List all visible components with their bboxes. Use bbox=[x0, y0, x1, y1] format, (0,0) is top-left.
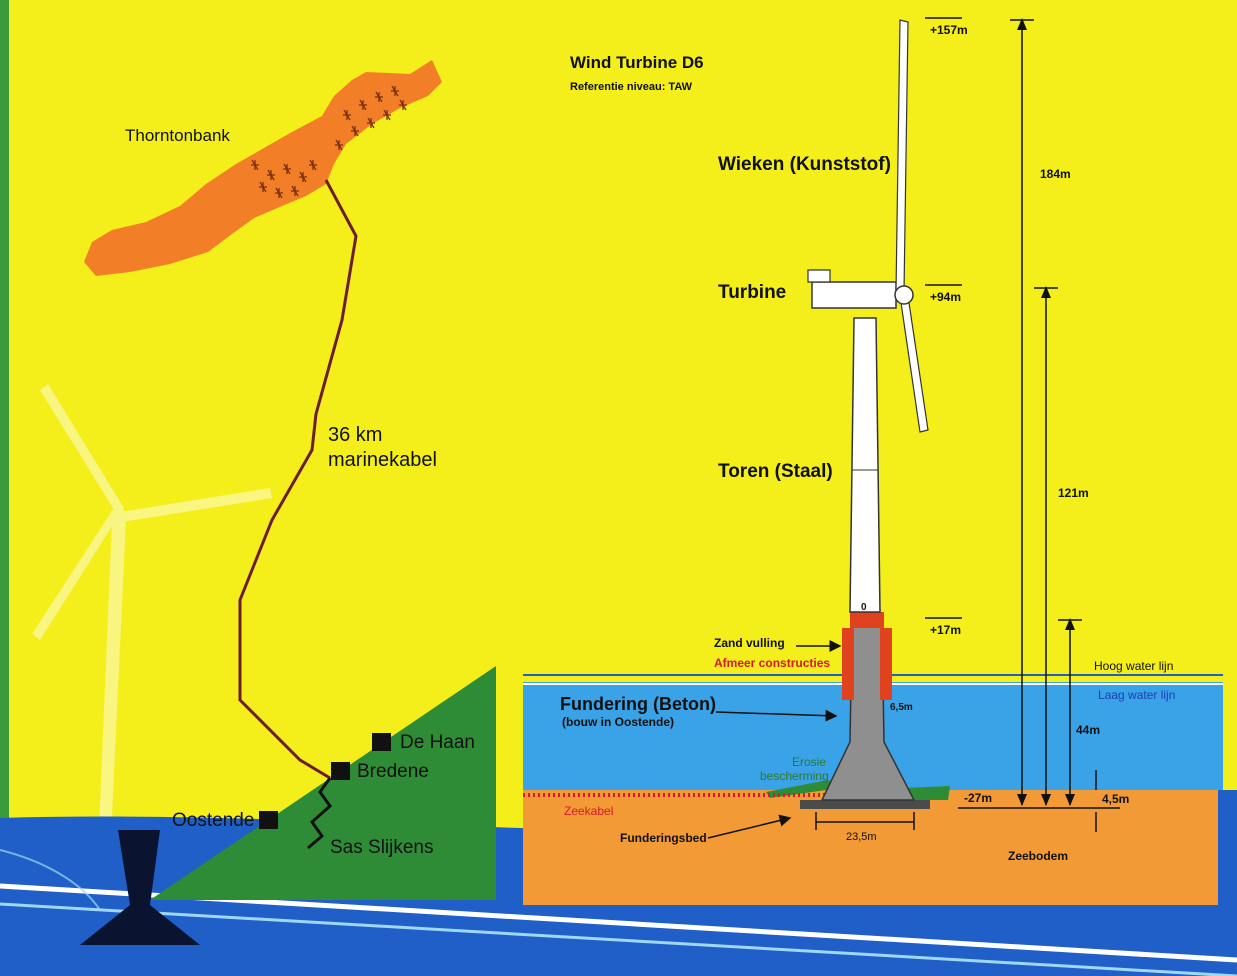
oostende-marker bbox=[259, 811, 278, 829]
left-border-strip bbox=[0, 0, 9, 976]
coastline-land bbox=[150, 666, 496, 900]
foundation-note: (bouw in Oostende) bbox=[562, 715, 674, 729]
mooring-label: Afmeer constructies bbox=[714, 656, 831, 670]
sas-slijkens-label: Sas Slijkens bbox=[330, 837, 434, 858]
cable-type-label: marinekabel bbox=[328, 449, 437, 471]
sand-fill-label: Zand vulling bbox=[714, 636, 785, 650]
burial-depth-label: 4,5m bbox=[1102, 792, 1130, 806]
foundation-label: Fundering (Beton) bbox=[560, 694, 716, 714]
dimension-lines bbox=[815, 19, 1120, 832]
blade-up bbox=[895, 19, 909, 293]
mooring-left bbox=[842, 628, 854, 700]
low-water-label: Laag water lijn bbox=[1098, 688, 1176, 702]
platform-silhouette bbox=[80, 830, 200, 945]
land-cable-route bbox=[307, 777, 333, 850]
level-bottom: -27m bbox=[964, 791, 993, 805]
seabed-label: Zeebodem bbox=[1008, 849, 1069, 863]
turbine-field-marks bbox=[251, 85, 407, 199]
shaft-diameter-label: 6,5m bbox=[890, 702, 913, 713]
erosion-protection-right bbox=[904, 786, 950, 800]
level-ticks bbox=[925, 17, 962, 619]
hub-height-label: 121m bbox=[1058, 486, 1089, 500]
seabed-zone bbox=[523, 790, 1218, 905]
turbine-nacelle bbox=[811, 281, 897, 309]
foundation-bed bbox=[800, 800, 930, 809]
erosion-label-1: Erosie bbox=[792, 755, 827, 769]
total-height-label: 184m bbox=[1040, 167, 1071, 181]
turbine-part-label: Turbine bbox=[718, 282, 787, 303]
sea-cable-label: Zeekabel bbox=[564, 804, 614, 818]
rotor-hub bbox=[894, 285, 914, 305]
level-top: +157m bbox=[930, 23, 968, 37]
deck-height-label: 44m bbox=[1076, 723, 1101, 737]
oostende-label: Oostende bbox=[172, 810, 255, 831]
cable-length-label: 36 km bbox=[328, 424, 383, 446]
turbine-title: Wind Turbine D6 bbox=[570, 53, 704, 72]
level-hub: +94m bbox=[930, 290, 962, 304]
thorntonbank-label: Thorntonbank bbox=[125, 126, 230, 145]
blade-down bbox=[899, 295, 929, 433]
tower-mark-label: 0 bbox=[861, 602, 867, 613]
reference-level: Referentie niveau: TAW bbox=[570, 81, 693, 93]
blades-label: Wieken (Kunststof) bbox=[718, 154, 891, 175]
level-deck: +17m bbox=[930, 623, 962, 637]
turbine-tower bbox=[849, 317, 881, 613]
high-water-label: Hoog water lijn bbox=[1094, 659, 1174, 673]
de-haan-marker bbox=[372, 733, 391, 751]
tower-label: Toren (Staal) bbox=[718, 461, 833, 482]
marine-cable-route bbox=[238, 179, 358, 780]
bredene-label: Bredene bbox=[357, 761, 429, 782]
background-turbine-silhouette bbox=[32, 384, 272, 900]
foundation-bed-label: Funderingsbed bbox=[620, 831, 707, 845]
mooring-right bbox=[880, 628, 892, 700]
erosion-label-2: bescherming bbox=[760, 769, 829, 783]
de-haan-label: De Haan bbox=[400, 732, 475, 753]
thorntonbank-area bbox=[84, 60, 442, 276]
base-diameter-label: 23,5m bbox=[846, 831, 877, 843]
bredene-marker bbox=[331, 762, 350, 780]
